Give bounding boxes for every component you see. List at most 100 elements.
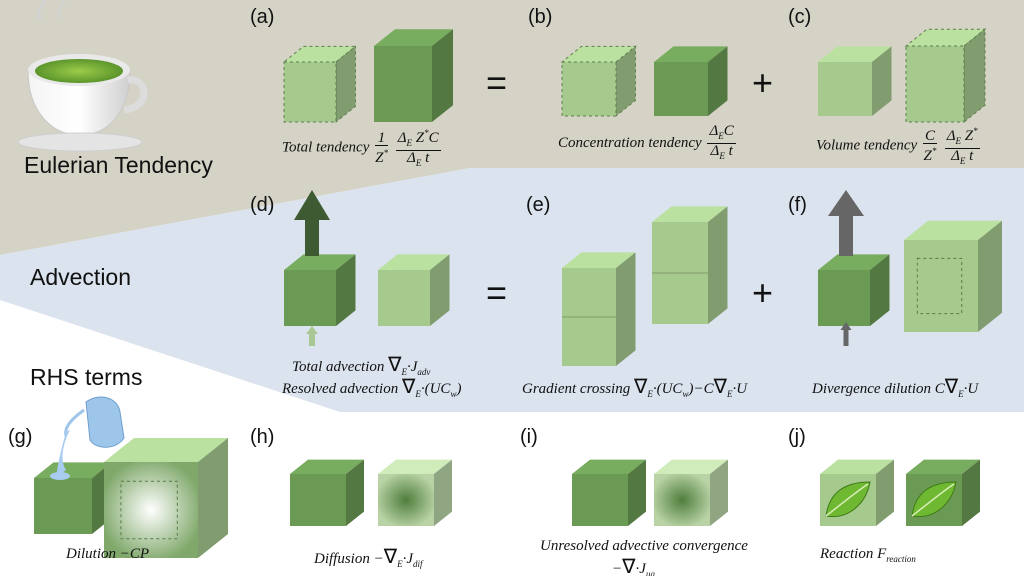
cube-front [104, 462, 198, 558]
section-title-rhs: RHS terms [30, 364, 143, 390]
cube-side [708, 206, 728, 324]
cube-side [876, 459, 894, 526]
cube-front [904, 240, 978, 332]
cube-side [978, 220, 1002, 332]
panel-label-g: (g) [8, 426, 33, 448]
cube-top [290, 459, 364, 474]
cube-i-dark [572, 459, 646, 526]
arrow-head [294, 190, 330, 220]
inner-volume-outline [120, 480, 178, 540]
cube-side [616, 252, 636, 366]
caption-resolved-advection: Resolved advection ∇E·(UCw) [282, 376, 462, 399]
cube-front [284, 270, 336, 326]
cube-side [198, 438, 228, 558]
caption-total-advection: Total advection ∇E·Jadv [292, 354, 431, 377]
cube-side [346, 459, 364, 526]
cube-front [283, 61, 337, 123]
caption-diffusion-text: Diffusion [314, 551, 370, 567]
cube-e-column [562, 252, 636, 366]
cube-top [104, 438, 228, 462]
equals-sign: = [486, 272, 508, 313]
cube-h-dark [290, 459, 364, 526]
section-title-eulerian: Eulerian Tendency [24, 152, 213, 178]
arrow-shaft [309, 334, 315, 346]
cube-side [336, 254, 356, 326]
cube-c-light [818, 46, 892, 116]
cube-side [962, 459, 980, 526]
caption-reaction-text: Reaction [820, 546, 874, 562]
panel-label-e: (e) [526, 194, 551, 216]
panel-label-f: (f) [788, 194, 807, 216]
cube-b-light [560, 45, 637, 118]
panel-label-a: (a) [250, 6, 275, 28]
arrow-head [306, 326, 318, 334]
cube-top [654, 459, 728, 474]
cube-e-column-raised [652, 206, 728, 324]
upward-flux-arrow [294, 190, 330, 256]
cube-side [434, 459, 452, 526]
caption-volume-tendency-text: Volume tendency [816, 137, 918, 154]
cube-top [282, 45, 357, 63]
advection-band [0, 168, 1024, 412]
cube-front [572, 474, 628, 526]
cube-b-dark [654, 46, 728, 116]
section-title-advection: Advection [30, 264, 132, 290]
arrow-head [828, 190, 864, 216]
water-jug-icon [50, 396, 125, 480]
cube-side [870, 254, 890, 326]
inflow-arrow [306, 326, 318, 346]
panel-label-j: (j) [788, 426, 806, 448]
caption-total-tendency-text: Total tendency [282, 139, 370, 156]
caption-unresolved-text: Unresolved advective convergence [540, 538, 748, 554]
cube-top [572, 459, 646, 474]
cube-side [432, 29, 453, 123]
cube-front [561, 61, 617, 117]
cube-d-light [378, 254, 450, 326]
caption-total-advection-text: Total advection [292, 359, 385, 375]
cube-top [378, 459, 452, 474]
cube-j-light [820, 459, 894, 526]
cube-front [654, 62, 708, 116]
cube-top [284, 254, 356, 270]
cube-g-diluted [104, 438, 228, 558]
leaf-vein [911, 483, 955, 517]
arrow-shaft [839, 216, 853, 256]
cube-i-diffused [654, 459, 728, 526]
cube-front [374, 46, 432, 122]
tea-cup-icon [17, 0, 148, 152]
caption-divergence-dilution: Divergence dilution C∇E·U [812, 376, 979, 399]
panel-label-b: (b) [528, 6, 553, 28]
caption-divergence-dilution-text: Divergence dilution [812, 381, 931, 397]
cube-side [430, 254, 450, 326]
inner-volume-outline [916, 257, 963, 315]
divergence-arrow [828, 190, 864, 256]
eulerian-band [0, 0, 1024, 255]
caption-unresolved-formula: −∇·Jua [612, 556, 655, 576]
arrow-shaft [843, 330, 849, 346]
cube-g-dark [34, 462, 112, 534]
caption-gradient-crossing: Gradient crossing ∇E·(UCw)−C∇E·U [522, 376, 748, 399]
cube-top [818, 254, 890, 270]
cube-top [652, 206, 728, 222]
cube-front [818, 270, 870, 326]
cube-side [963, 28, 986, 124]
caption-gradient-crossing-text: Gradient crossing [522, 381, 631, 397]
cube-front [654, 474, 710, 526]
caption-reaction: Reaction Freaction [820, 546, 916, 564]
equals-sign: = [486, 62, 508, 103]
cube-front [905, 45, 965, 123]
cube-a-dark [374, 29, 453, 123]
cube-top [562, 252, 636, 268]
cube-front [34, 478, 92, 534]
cube-front [818, 62, 872, 116]
caption-unresolved: Unresolved advective convergence [540, 538, 748, 555]
cube-top [906, 459, 980, 474]
